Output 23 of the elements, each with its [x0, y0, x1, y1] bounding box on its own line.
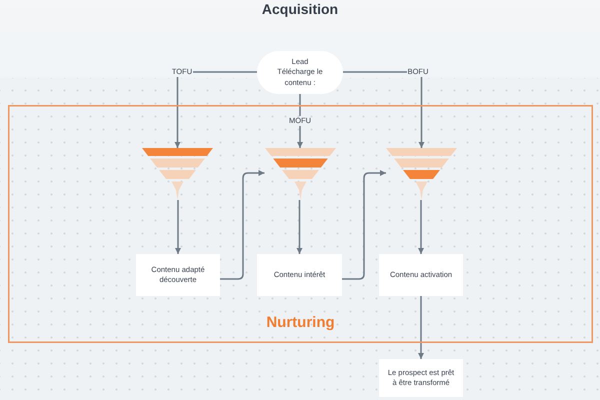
connector-line	[343, 71, 407, 73]
arrow	[220, 170, 264, 280]
arrow	[418, 77, 424, 148]
connector-line	[193, 71, 257, 73]
arrow	[175, 200, 181, 254]
lead-pill	[257, 51, 343, 94]
funnel-icon	[386, 148, 457, 200]
connector-line	[299, 94, 301, 116]
section-frame	[8, 105, 593, 343]
arrow	[174, 77, 180, 148]
diagram-title: Acquisition	[262, 1, 338, 18]
funnel-icon	[142, 148, 213, 200]
funnel-icon	[264, 148, 336, 200]
content-card	[136, 254, 220, 296]
arrow	[418, 200, 424, 254]
content-card	[379, 254, 463, 296]
arrow	[296, 200, 302, 254]
arrow	[418, 296, 424, 359]
arrow	[297, 126, 303, 148]
arrow	[342, 170, 386, 280]
frame-heading: Nurturing	[266, 314, 335, 331]
content-card	[257, 254, 342, 296]
content-card	[379, 359, 463, 397]
